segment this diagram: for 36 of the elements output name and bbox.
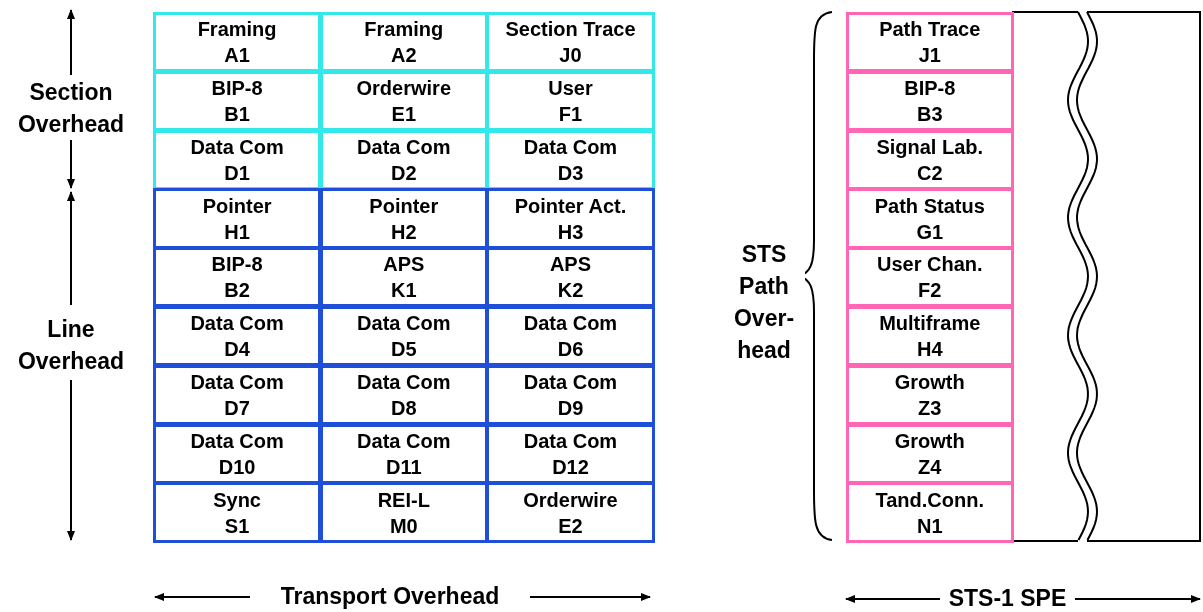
overhead-byte-cell: Data Com D7 xyxy=(153,364,322,426)
overhead-byte-cell: Data Com D2 xyxy=(319,129,488,190)
overhead-byte-cell: Section Trace J0 xyxy=(486,12,655,73)
overhead-byte-cell: Data Com D3 xyxy=(486,129,655,190)
overhead-byte-cell: Growth Z4 xyxy=(846,423,1014,484)
overhead-byte-cell: Data Com D12 xyxy=(486,423,655,484)
overhead-byte-cell: Pointer Act. H3 xyxy=(486,188,655,249)
overhead-byte-cell: BIP-8 B2 xyxy=(153,247,322,308)
overhead-byte-cell: User F1 xyxy=(486,70,655,132)
overhead-byte-cell: Sync S1 xyxy=(153,482,322,543)
overhead-byte-cell: Signal Lab. C2 xyxy=(846,129,1014,190)
overhead-byte-cell: Pointer H1 xyxy=(153,188,322,249)
overhead-byte-cell: Data Com D5 xyxy=(319,306,488,367)
overhead-byte-cell: Framing A1 xyxy=(153,12,322,73)
overhead-byte-cell: Path Trace J1 xyxy=(846,12,1014,73)
overhead-byte-cell: User Chan. F2 xyxy=(846,247,1014,308)
overhead-byte-cell: Pointer H2 xyxy=(319,188,488,249)
overhead-byte-cell: Data Com D6 xyxy=(486,306,655,367)
overhead-byte-cell: Framing A2 xyxy=(319,12,488,73)
overhead-byte-cell: Growth Z3 xyxy=(846,364,1014,426)
overhead-byte-cell: Data Com D1 xyxy=(153,129,322,190)
overhead-byte-cell: Path Status G1 xyxy=(846,188,1014,249)
overhead-byte-cell: Data Com D10 xyxy=(153,423,322,484)
overhead-byte-cell: Data Com D4 xyxy=(153,306,322,367)
overhead-byte-cell: Data Com D11 xyxy=(319,423,488,484)
overhead-byte-cell: Tand.Conn. N1 xyxy=(846,482,1014,543)
overhead-byte-cell: APS K1 xyxy=(319,247,488,308)
overhead-byte-cell: Data Com D9 xyxy=(486,364,655,426)
overhead-byte-cell: Data Com D8 xyxy=(319,364,488,426)
overhead-byte-cell: BIP-8 B3 xyxy=(846,70,1014,132)
overhead-byte-cell: Multiframe H4 xyxy=(846,306,1014,367)
overhead-byte-cell: REI-L M0 xyxy=(319,482,488,543)
overhead-byte-cell: Orderwire E2 xyxy=(486,482,655,543)
overhead-byte-cell: Orderwire E1 xyxy=(319,70,488,132)
overhead-byte-cell: APS K2 xyxy=(486,247,655,308)
overhead-byte-cell: BIP-8 B1 xyxy=(153,70,322,132)
